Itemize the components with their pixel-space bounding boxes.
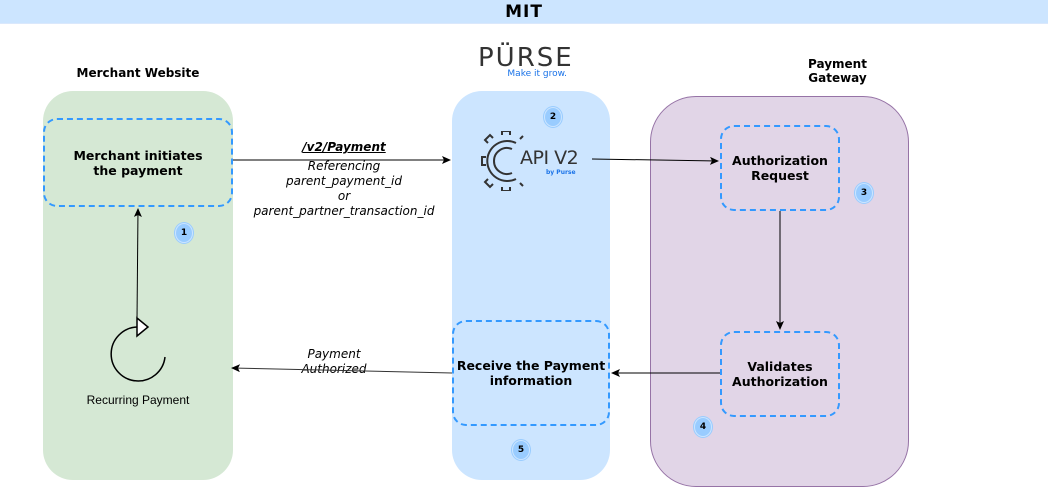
request-line2: parent_payment_id xyxy=(285,174,402,188)
purse-logo: PÜRSE Make it grow. xyxy=(478,44,573,79)
diagram-title: MIT xyxy=(505,1,543,22)
request-line4: parent_partner_transaction_id xyxy=(253,204,435,218)
purse-lane xyxy=(452,91,610,480)
arrow-receive-to-merchant xyxy=(231,364,453,374)
step4-line2: Authorization xyxy=(732,374,828,389)
step-badge-5: 5 xyxy=(513,441,529,459)
step1-line2: the payment xyxy=(93,162,183,178)
header-bar: MIT xyxy=(0,0,1048,24)
response-line2: Authorized xyxy=(301,362,367,376)
step3-line1: Authorization xyxy=(732,153,828,168)
request-edge-label: /v2/Payment Referencing parent_payment_i… xyxy=(244,140,444,219)
response-line1: Payment xyxy=(307,347,361,361)
request-line1: Referencing xyxy=(307,159,381,173)
recurring-payment-label: Recurring Payment xyxy=(86,393,190,407)
gateway-label-line2: Gateway xyxy=(808,71,867,85)
step-receive-payment-info[interactable]: Receive the Payment information xyxy=(452,320,610,426)
step5-line1: Receive the Payment xyxy=(456,358,606,373)
purse-logo-tagline: Make it grow. xyxy=(507,69,567,79)
gateway-label-line1: Payment xyxy=(808,57,867,71)
step3-line2: Request xyxy=(751,168,809,183)
api-v2-node[interactable]: API V2 by Purse xyxy=(480,130,590,192)
step1-line1: Merchant initiates xyxy=(73,147,203,163)
endpoint-label: /v2/Payment xyxy=(302,140,386,154)
step-badge-1: 1 xyxy=(176,224,192,242)
merchant-lane-label: Merchant Website xyxy=(76,66,200,80)
step-badge-3: 3 xyxy=(856,184,872,202)
step-validates-authorization[interactable]: Validates Authorization xyxy=(720,331,840,417)
step-badge-4: 4 xyxy=(695,418,711,436)
response-edge-label: Payment Authorized xyxy=(284,347,384,377)
gear-icon xyxy=(481,130,524,192)
step-badge-2: 2 xyxy=(545,108,561,126)
step5-line2: information xyxy=(489,373,573,388)
request-line3: or xyxy=(337,189,351,203)
recurring-cycle-icon xyxy=(110,316,166,382)
arrow-api-to-authorization xyxy=(591,156,719,165)
api-v2-text: API V2 xyxy=(520,147,579,169)
api-v2-subtext: by Purse xyxy=(546,169,576,176)
arrow-recurring-to-initiate xyxy=(133,208,142,321)
step4-line1: Validates xyxy=(747,359,813,374)
purse-logo-text: PÜRSE xyxy=(478,43,574,73)
gateway-lane-label: Payment Gateway xyxy=(770,57,905,85)
merchant-lane xyxy=(43,91,233,480)
step-authorization-request[interactable]: Authorization Request xyxy=(720,125,840,211)
step-merchant-initiates[interactable]: Merchant initiates the payment xyxy=(43,118,233,207)
